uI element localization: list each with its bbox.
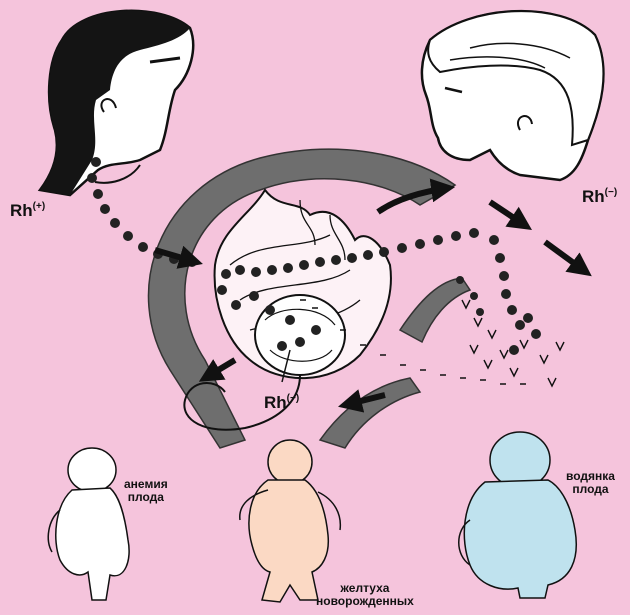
father-head-icon [40, 11, 193, 195]
baby-hydrops-icon [459, 432, 577, 598]
anemia-line2: плода [124, 491, 168, 504]
mother-rh-sign: (−) [605, 187, 618, 198]
placenta-segment [400, 278, 470, 342]
hydrops-line2: плода [566, 483, 615, 496]
hydrops-line1: водянка [566, 470, 615, 483]
fetus-rh-sign: (−) [287, 393, 300, 404]
jaundice-line2: новорожденных [316, 595, 414, 608]
mother-rh-label: Rh(−) [582, 188, 617, 206]
mother-head-icon [422, 11, 604, 180]
father-rh-sign: (+) [33, 201, 46, 212]
mother-rh-base: Rh [582, 187, 605, 206]
jaundice-caption: желтуха новорожденных [316, 582, 414, 607]
baby-anemia-icon [48, 448, 129, 600]
hydrops-caption: водянка плода [566, 470, 615, 495]
father-rh-label: Rh(+) [10, 202, 45, 220]
father-rh-base: Rh [10, 201, 33, 220]
anemia-line1: анемия [124, 478, 168, 491]
anemia-caption: анемия плода [124, 478, 168, 503]
jaundice-line1: желтуха [316, 582, 414, 595]
uterine-wall-lower [320, 378, 420, 448]
fetus-rh-label: Rh(−) [264, 394, 299, 412]
baby-jaundice-icon [240, 440, 341, 602]
fetus-rh-base: Rh [264, 393, 287, 412]
